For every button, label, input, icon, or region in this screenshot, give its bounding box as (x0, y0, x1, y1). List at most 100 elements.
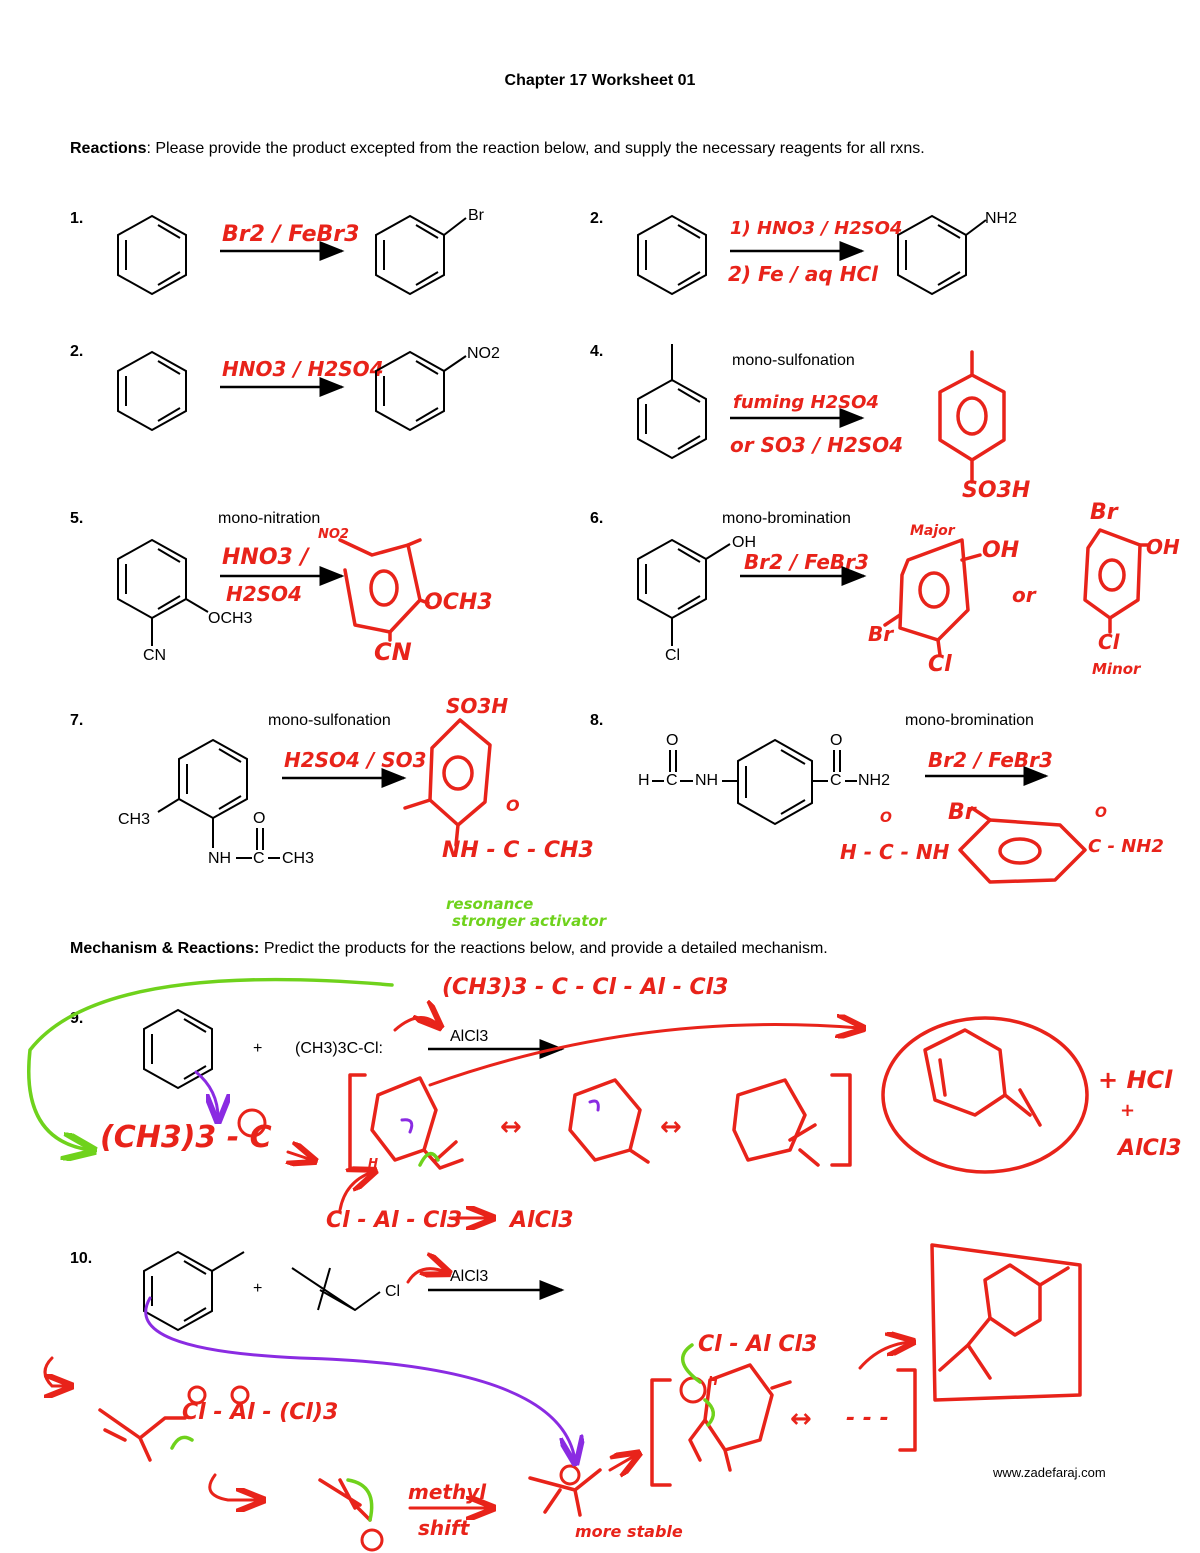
p10-resonance-arrow: ↔ (790, 1404, 812, 1434)
p10-product-ring (983, 1263, 1042, 1337)
problem-4-number: 4. (590, 343, 604, 360)
p9-byproduct-plus: + (1120, 1100, 1136, 1121)
p9-bracket-left (348, 1073, 370, 1172)
p8-c2-label: C (830, 772, 842, 789)
p10-dots: - - - (846, 1406, 889, 1431)
p2a-reagent-2: 2) Fe / aq HCl (728, 262, 878, 286)
p7-o-label: O (253, 810, 266, 827)
p8-condition: mono-bromination (905, 712, 1034, 729)
p5-reagent-1: HNO3 / (222, 545, 309, 570)
p9-plus: + (253, 1040, 263, 1057)
p5-answer-och3: OCH3 (424, 590, 493, 615)
p8-answer-ring (958, 818, 1087, 884)
p10-bracket-left (650, 1378, 672, 1487)
p9-plus-charge (237, 1108, 267, 1138)
p5-cn-label: CN (143, 647, 167, 664)
p6-answer-br: Br (868, 622, 894, 646)
p8-o2-label: O (830, 732, 843, 749)
p6-answer-cl: Cl (928, 652, 952, 677)
p5-answer-no2: NO2 (318, 527, 349, 542)
p9-catalyst: AlCl3 (450, 1028, 489, 1045)
p10-more-stable: more stable (575, 1522, 683, 1541)
p9-sigma-ring-2 (568, 1078, 642, 1162)
p10-green-hook-1 (170, 1435, 194, 1450)
p6-answer-minor-ring (1083, 528, 1142, 620)
p1-br-label: Br (468, 207, 484, 224)
p10-product-box (930, 1243, 1082, 1402)
p10-sigma-ring (703, 1363, 774, 1452)
p5-condition: mono-nitration (218, 510, 321, 527)
p7-ch3-label: CH3 (118, 811, 151, 828)
p9-product-ring (923, 1028, 1007, 1117)
p2b-reagent: HNO3 / H2SO4 (222, 357, 384, 381)
reactions-text: : Please provide the product excepted fr… (146, 140, 925, 157)
p10-arrow-to-bracket (608, 1455, 636, 1470)
p9-product-circle (881, 1016, 1089, 1174)
p6-benzene (637, 538, 707, 620)
problem-7-number: 7. (70, 712, 84, 729)
p9-byproduct-hcl: + HCl (1098, 1066, 1173, 1094)
p10-skeleton-2 (318, 1478, 372, 1522)
p8-answer-o2: O (1095, 805, 1107, 821)
p8-h-label: H (638, 772, 650, 789)
p9-reagent: (CH3)3C-Cl: (295, 1040, 383, 1057)
p7-condition: mono-sulfonation (268, 712, 391, 729)
p8-nh-label: NH (695, 772, 719, 789)
mechanism-instructions: Mechanism & Reactions: Predict the produ… (70, 940, 828, 958)
p2b-benzene (117, 350, 187, 432)
problem-6-number: 6. (590, 510, 604, 527)
p5-answer-cn: CN (374, 638, 412, 666)
mechanism-text: Predict the products for the reactions b… (259, 940, 828, 957)
p9-cation: (CH3)3 - C (100, 1120, 272, 1155)
p10-arrow-to-product (858, 1342, 910, 1370)
p6-oh-label: OH (732, 534, 756, 551)
p9-byproduct-alcl3: AlCl3 (1118, 1136, 1182, 1161)
p2b-no2-label: NO2 (467, 345, 500, 362)
p5-benzene (117, 538, 187, 620)
p6-answer2-br: Br (1090, 500, 1118, 525)
p8-answer-o1: O (880, 810, 892, 826)
p10-green-hook-3 (346, 1478, 374, 1522)
p9-arrow-to-product (428, 1025, 860, 1087)
p9-arrow-cation (288, 1152, 312, 1160)
p5-reagent-2: H2SO4 (226, 582, 302, 606)
p9-resonance-arrow-1: ↔ (500, 1112, 522, 1142)
p6-or: or (1012, 583, 1036, 607)
p10-h-label: H (708, 1374, 719, 1388)
p10-catalyst: AlCl3 (450, 1268, 489, 1285)
p9-arrow-cl-lone-pair (393, 1018, 438, 1030)
p9-arrow-h-removal (338, 1172, 372, 1212)
p2a-reagent-1: 1) HNO3 / H2SO4 (730, 218, 903, 239)
p10-shift-2: shift (418, 1516, 470, 1540)
p10-alkyl-skeleton (291, 1267, 381, 1312)
p8-answer-br: Br (948, 800, 976, 825)
p2a-aniline (897, 214, 967, 296)
p8-answer-right: C - NH2 (1088, 836, 1164, 857)
problem-1-number: 1. (70, 210, 84, 227)
mechanism-heading: Mechanism & Reactions: (70, 940, 260, 957)
p2a-benzene (637, 214, 707, 296)
p10-bracket-right (896, 1368, 917, 1452)
p9-green-arrow (27, 977, 394, 1150)
p9-side-2: AlCl3 (510, 1208, 574, 1233)
p10-plus-charge (360, 1528, 384, 1552)
p1-benzene (117, 214, 187, 296)
p9-purple-hook (400, 1118, 414, 1134)
p10-skeleton-3 (528, 1468, 602, 1517)
problem-10-number: 10. (70, 1250, 93, 1267)
problem-5-number: 5. (70, 510, 84, 527)
p1-bromobenzene (375, 214, 445, 296)
p8-answer-left: H - C - NH (840, 840, 950, 864)
p9-resonance-arrow-2: ↔ (660, 1112, 682, 1142)
p2b-nitrobenzene (375, 350, 445, 432)
p6-answer2-oh: OH (1146, 535, 1180, 559)
p7-answer-o: O (506, 796, 520, 815)
reactions-instructions: Reactions: Please provide the product ex… (70, 140, 925, 158)
p9-bracket-right (830, 1073, 852, 1167)
p9-purple-hook-2 (588, 1099, 600, 1112)
p7-answer-amide: NH - C - CH3 (442, 838, 594, 863)
p7-c-label: C (253, 850, 265, 867)
p4-reagent-2: or SO3 / H2SO4 (730, 433, 904, 457)
p10-complex: Cl - Al - (Cl)3 (182, 1400, 339, 1425)
